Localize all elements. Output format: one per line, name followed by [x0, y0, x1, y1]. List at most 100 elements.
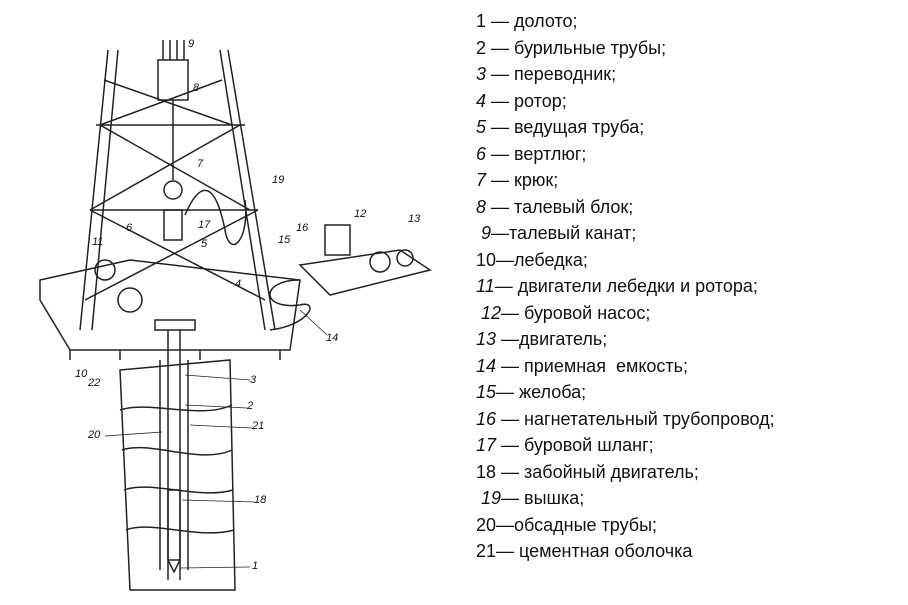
- wellbore: [119, 330, 236, 591]
- legend: 1 — долото;2 — бурильные трубы;3 — перев…: [476, 8, 775, 565]
- legend-number: 16: [476, 408, 497, 429]
- legend-number: 7: [476, 170, 487, 190]
- legend-text: ведущая труба;: [514, 117, 645, 137]
- legend-text: ротор;: [514, 90, 567, 111]
- legend-separator: —: [496, 541, 520, 561]
- legend-separator: —: [486, 196, 515, 217]
- callout-17: 17: [198, 219, 211, 231]
- callout-14: 14: [326, 332, 339, 344]
- legend-number: 12: [476, 302, 502, 323]
- legend-number: 6: [476, 143, 487, 164]
- drilling-rig-diagram: 9 8 7 19 16 12 13 6 17 5 15 11 4 14 10 2…: [39, 38, 432, 591]
- callout-13: 13: [408, 213, 421, 225]
- callout-4: 4: [235, 278, 242, 290]
- legend-item: 14 — приемная емкость;: [476, 353, 775, 380]
- legend-number: 5: [476, 117, 487, 137]
- legend-item: 21— цементная оболочка: [476, 538, 775, 565]
- legend-separator: —: [494, 276, 518, 296]
- callout-16: 16: [296, 222, 309, 234]
- legend-text: обсадные трубы;: [514, 514, 658, 535]
- legend-number: 1: [476, 11, 487, 31]
- legend-number: 8: [476, 196, 487, 217]
- legend-separator: —: [496, 382, 520, 402]
- legend-number: 3: [476, 64, 487, 84]
- callout-19: 19: [272, 174, 285, 186]
- callout-6: 6: [126, 222, 133, 234]
- callout-10: 10: [75, 368, 88, 380]
- legend-text: буровой шланг;: [524, 435, 654, 455]
- legend-item: 19— вышка;: [476, 485, 775, 512]
- legend-item: 20—обсадные трубы;: [476, 512, 775, 539]
- legend-text: крюк;: [514, 170, 559, 190]
- callout-2: 2: [247, 400, 254, 412]
- legend-item: 3 — переводник;: [476, 61, 775, 88]
- legend-text: приемная емкость;: [524, 355, 689, 376]
- callout-11: 11: [92, 236, 104, 248]
- legend-text: нагнетательный трубопровод;: [524, 408, 775, 429]
- legend-text: долото;: [514, 11, 578, 31]
- callout-9: 9: [188, 38, 195, 50]
- legend-item: 2 — бурильные трубы;: [476, 35, 775, 62]
- legend-separator: —: [486, 64, 515, 84]
- callout-5: 5: [201, 238, 208, 250]
- legend-separator: —: [486, 170, 515, 190]
- callout-8: 8: [193, 82, 200, 94]
- callout-22: 22: [88, 377, 101, 389]
- legend-text: талевый канат;: [509, 223, 637, 243]
- callout-7: 7: [197, 158, 204, 170]
- callout-1: 1: [252, 560, 259, 572]
- legend-separator: —: [496, 435, 525, 455]
- platform: [39, 259, 301, 360]
- callout-20: 20: [88, 429, 101, 441]
- legend-item: 9—талевый канат;: [476, 220, 775, 247]
- legend-separator: —: [496, 329, 520, 349]
- legend-separator: —: [501, 488, 525, 508]
- callout-12: 12: [354, 208, 367, 220]
- legend-number: 10: [476, 249, 497, 270]
- callout-3: 3: [250, 374, 257, 386]
- legend-item: 11— двигатели лебедки и ротора;: [476, 273, 775, 300]
- legend-separator: —: [486, 117, 515, 137]
- legend-text: вертлюг;: [514, 143, 587, 164]
- legend-number: 2: [476, 37, 487, 58]
- legend-number: 4: [476, 90, 487, 111]
- legend-separator: —: [496, 408, 525, 429]
- legend-item: 8 — талевый блок;: [476, 194, 775, 221]
- legend-text: вышка;: [524, 488, 585, 508]
- legend-number: 21: [476, 541, 497, 561]
- legend-number: 17: [476, 435, 497, 455]
- legend-item: 10—лебедка;: [476, 247, 775, 274]
- legend-text: бурильные трубы;: [514, 37, 667, 58]
- legend-number: 18: [476, 461, 497, 482]
- legend-text: двигатели лебедки и ротора;: [517, 276, 758, 296]
- callout-18: 18: [254, 494, 267, 506]
- legend-text: переводник;: [514, 64, 617, 84]
- legend-item: 15— желоба;: [476, 379, 775, 406]
- legend-text: талевый блок;: [514, 196, 634, 217]
- derrick: [79, 49, 276, 331]
- legend-number: 20: [476, 514, 497, 535]
- legend-item: 18 — забойный двигатель;: [476, 459, 775, 486]
- legend-separator: —: [496, 249, 515, 270]
- legend-separator: —: [486, 11, 515, 31]
- legend-number: 19: [476, 488, 502, 508]
- legend-separator: —: [501, 302, 525, 323]
- travelling-block: [157, 40, 247, 246]
- legend-number: 15: [476, 382, 497, 402]
- legend-text: цементная оболочка: [519, 541, 693, 561]
- legend-separator: —: [496, 461, 525, 482]
- legend-item: 4 — ротор;: [476, 88, 775, 115]
- legend-separator: —: [486, 37, 515, 58]
- legend-item: 1 — долото;: [476, 8, 775, 35]
- drilling-rig-sketch: [39, 40, 432, 591]
- legend-item: 5 — ведущая труба;: [476, 114, 775, 141]
- legend-number: 13: [476, 329, 497, 349]
- leader-lines: [104, 309, 328, 569]
- legend-text: двигатель;: [519, 329, 608, 349]
- legend-separator: —: [496, 514, 515, 535]
- legend-item: 16 — нагнетательный трубопровод;: [476, 406, 775, 433]
- callout-21: 21: [252, 420, 265, 432]
- legend-separator: —: [496, 355, 525, 376]
- legend-item: 6 — вертлюг;: [476, 141, 775, 168]
- legend-number: 9: [476, 223, 492, 243]
